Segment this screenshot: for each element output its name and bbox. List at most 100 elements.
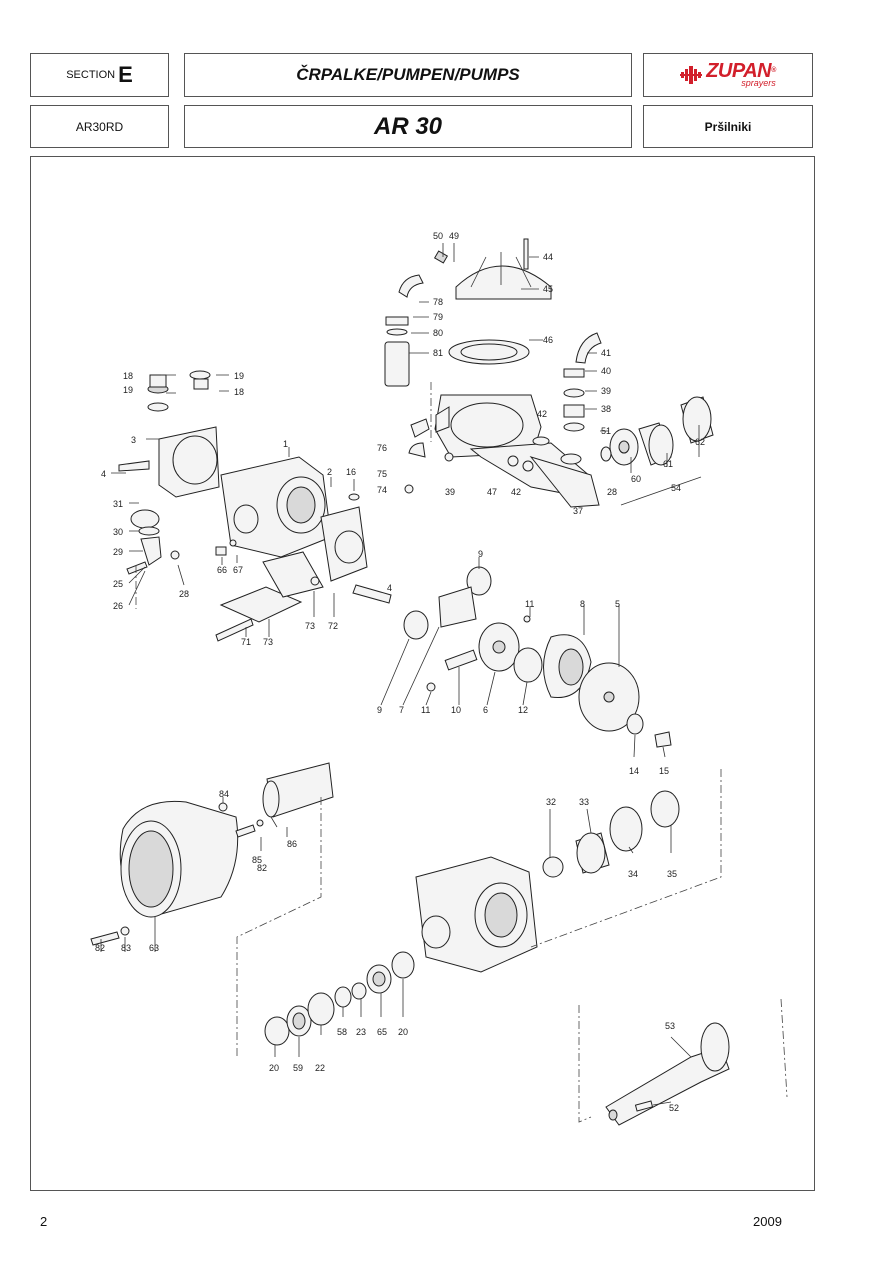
part-number-label: 25 — [113, 579, 123, 589]
diaphragm-group — [403, 566, 672, 748]
part-number-label: 11 — [421, 705, 430, 715]
page-number: 2 — [40, 1214, 48, 1229]
part-number-label: 79 — [433, 312, 443, 322]
part-number-label: 6 — [483, 705, 488, 715]
part-number-label: 4 — [387, 583, 392, 593]
part-number-label: 82 — [257, 863, 267, 873]
part-number-label: 73 — [263, 637, 273, 647]
part-number-label: 31 — [113, 499, 123, 509]
part-number-label: 28 — [607, 487, 617, 497]
part-number-label: 66 — [217, 565, 227, 575]
part-number-label: 18 — [123, 371, 133, 381]
part-number-label: 1 — [283, 439, 288, 449]
part-number-label: 76 — [377, 443, 387, 453]
part-number-label: 4 — [101, 469, 106, 479]
part-number-label: 58 — [337, 1027, 347, 1037]
part-number-label: 22 — [315, 1063, 325, 1073]
part-number-label: 35 — [667, 869, 677, 879]
part-number-label: 78 — [433, 297, 443, 307]
part-number-label: 20 — [269, 1063, 279, 1073]
part-number-label: 15 — [659, 766, 669, 776]
bearing-stack-group — [264, 951, 415, 1046]
part-number-label: 14 — [629, 766, 639, 776]
part-number-label: 18 — [234, 387, 244, 397]
part-number-label: 2 — [327, 467, 332, 477]
part-number-label: 30 — [113, 527, 123, 537]
part-number-label: 71 — [241, 637, 251, 647]
part-number-label: 62 — [695, 437, 705, 447]
category-label: Pršilniki — [704, 119, 752, 134]
part-number-label: 65 — [377, 1027, 387, 1037]
lower-body-group — [415, 790, 680, 973]
pump-head-group — [404, 394, 600, 508]
part-number-label: 54 — [671, 483, 681, 493]
part-number-label: 9 — [377, 705, 382, 715]
part-number-label: 40 — [601, 366, 611, 376]
bell-housing-group — [90, 762, 334, 946]
part-number-label: 67 — [233, 565, 243, 575]
part-number-label: 86 — [287, 839, 297, 849]
part-number-label: 7 — [399, 705, 404, 715]
part-number-label: 74 — [377, 485, 387, 495]
part-number-label: 73 — [305, 621, 315, 631]
part-number-label: 84 — [219, 789, 229, 799]
part-number-label: 34 — [628, 869, 638, 879]
part-number-label: 63 — [149, 943, 159, 953]
model-name-box: AR 30 — [184, 105, 632, 148]
part-number-label: 44 — [543, 252, 553, 262]
part-number-label: 32 — [546, 797, 556, 807]
part-number-label: 26 — [113, 601, 123, 611]
part-number-label: 60 — [631, 474, 641, 484]
part-number-label: 51 — [601, 426, 611, 436]
left-cover-group — [118, 370, 220, 575]
part-number-label: 50 — [433, 231, 443, 241]
part-number-label: 33 — [579, 797, 589, 807]
drive-shaft-group — [605, 1022, 730, 1126]
part-number-label: 39 — [445, 487, 455, 497]
part-number-label: 46 — [543, 335, 553, 345]
part-number-label: 83 — [121, 943, 131, 953]
part-number-label: 85 — [252, 855, 262, 865]
part-number-label: 38 — [601, 404, 611, 414]
part-number-label: 59 — [293, 1063, 303, 1073]
part-number-label: 8 — [580, 599, 585, 609]
logo-mark-icon — [680, 66, 703, 84]
part-number-label: 42 — [537, 409, 547, 419]
part-number-label: 19 — [234, 371, 244, 381]
part-number-label: 47 — [487, 487, 497, 497]
model-name: AR 30 — [373, 112, 443, 140]
zupan-logo: ZUPAN® sprayers — [680, 61, 776, 88]
outlet-group — [600, 396, 714, 506]
part-number-label: 75 — [377, 469, 387, 479]
reference-lines — [135, 382, 788, 1123]
section-letter: E — [118, 62, 133, 87]
leader-lines — [100, 243, 700, 1106]
category-box: Pršilniki — [643, 105, 813, 148]
part-number-label: 80 — [433, 328, 443, 338]
part-number-label: 49 — [449, 231, 459, 241]
air-chamber-group — [384, 238, 602, 432]
part-number-label: 3 — [131, 435, 136, 445]
page-title: ČRPALKE/PUMPEN/PUMPS — [296, 65, 520, 84]
part-number-label: 53 — [665, 1021, 675, 1031]
pump-body-group — [215, 456, 392, 642]
model-code-box: AR30RD — [30, 105, 169, 148]
model-code: AR30RD — [75, 119, 124, 134]
title-box: ČRPALKE/PUMPEN/PUMPS — [184, 53, 632, 97]
part-number-label: 23 — [356, 1027, 366, 1037]
part-number-label: 82 — [95, 943, 105, 953]
logo-box: ZUPAN® sprayers — [643, 53, 813, 97]
part-number-label: 52 — [669, 1103, 679, 1113]
part-number-label: 81 — [433, 348, 443, 358]
part-number-label: 20 — [398, 1027, 408, 1037]
part-number-label: 29 — [113, 547, 123, 557]
part-number-label: 16 — [346, 467, 356, 477]
part-number-label: 42 — [511, 487, 521, 497]
section-box: SECTION E — [30, 53, 169, 97]
part-number-label: 72 — [328, 621, 338, 631]
part-number-label: 19 — [123, 385, 133, 395]
part-number-label: 11 — [525, 599, 534, 609]
part-number-label: 61 — [663, 459, 673, 469]
